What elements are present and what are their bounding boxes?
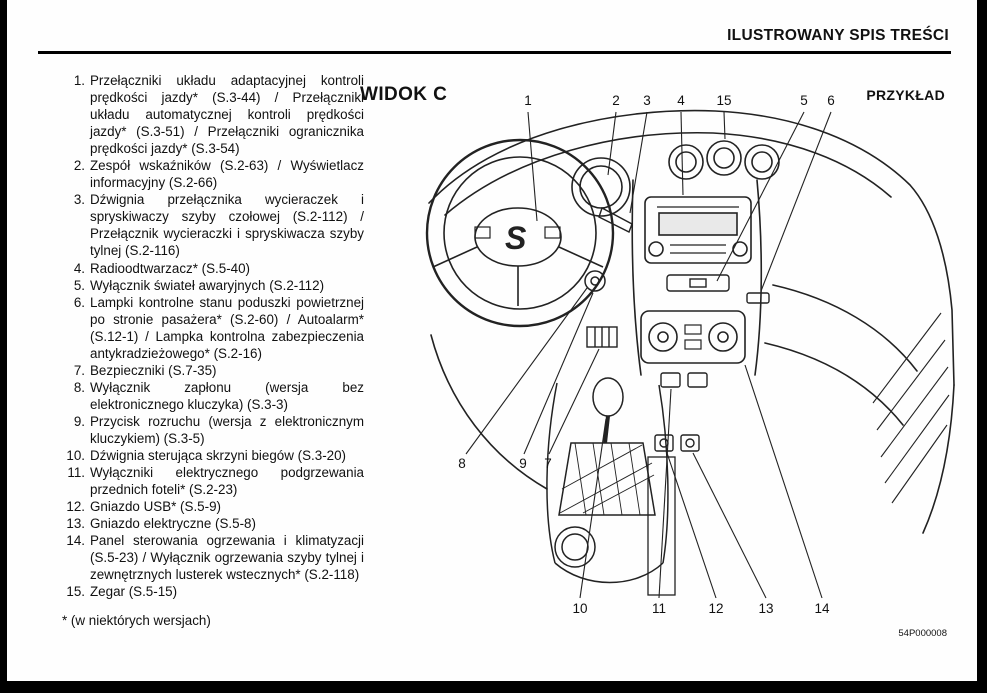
callout-12: 12	[708, 601, 723, 616]
toc-item-text: Wyłącznik zapłonu (wersja bez elektronic…	[90, 379, 364, 412]
toc-item-number: 4.	[73, 260, 85, 276]
toc-item: 12. Gniazdo USB* (S.5-9)	[58, 498, 364, 515]
pillar-hatching	[872, 312, 950, 504]
toc-item-text: Wyłączniki elektrycznego podgrzewania pr…	[90, 465, 364, 498]
toc-item-number: 14.	[66, 533, 85, 549]
toc-item-number: 11.	[67, 465, 85, 481]
callout-5: 5	[800, 93, 808, 108]
toc-item: 13. Gniazdo elektryczne (S.5-8)	[58, 515, 364, 532]
callout-3: 3	[643, 93, 651, 108]
toc-item-text: Gniazdo elektryczne (S.5-8)	[90, 516, 256, 532]
toc-list: 1. Przełączniki układu adaptacyjnej kont…	[58, 72, 364, 630]
page-title: ILUSTROWANY SPIS TREŚCI	[727, 27, 949, 44]
toc-item-number: 10.	[66, 448, 85, 464]
toc-item: 6. Lampki kontrolne stanu poduszki powie…	[58, 294, 364, 362]
example-label: PRZYKŁAD	[866, 87, 945, 103]
page-border-bottom	[0, 681, 987, 693]
toc-item-number: 12.	[66, 499, 85, 515]
toc-item-text: Zespół wskaźników (S.2-63) / Wyświetlacz…	[90, 158, 364, 191]
callout-2: 2	[612, 93, 620, 108]
instrument-cluster	[571, 157, 631, 217]
callout-14: 14	[814, 601, 830, 616]
callout-4: 4	[677, 93, 685, 108]
callout-7: 7	[544, 456, 552, 471]
seat-heater-switches	[660, 372, 708, 388]
drawing-code: 54P000008	[898, 628, 947, 639]
toc-item: 10. Dźwignia sterująca skrzyni biegów (S…	[58, 447, 364, 464]
page-border-left	[0, 0, 7, 693]
steering-wheel: S	[425, 138, 615, 328]
power-socket	[680, 434, 700, 452]
toc-item-number: 7.	[73, 362, 85, 378]
ignition-switch	[584, 270, 606, 292]
toc-item: 9. Przycisk rozruchu (wersja z elektroni…	[58, 413, 364, 447]
toc-item: 3. Dźwignia przełącznika wycieraczek i s…	[58, 191, 364, 259]
console-box	[647, 456, 676, 596]
toc-item-text: Dźwignia przełącznika wycieraczek i spry…	[90, 192, 364, 259]
toc-item-number: 5.	[73, 277, 85, 293]
passenger-airbag-indicator	[746, 292, 770, 304]
toc-item-text: Wyłącznik świateł awaryjnych (S.2-112)	[90, 277, 325, 293]
center-console	[546, 382, 669, 584]
header-rule	[38, 51, 951, 54]
toc-item-number: 3.	[73, 192, 85, 208]
callout-8: 8	[458, 456, 466, 471]
fuse-box	[586, 326, 618, 348]
callout-6: 6	[827, 93, 835, 108]
dashboard-outline	[428, 109, 955, 534]
toc-item-text: Panel sterowania ogrzewania i klimatyzac…	[90, 533, 364, 583]
toc-item: 14. Panel sterowania ogrzewania i klimat…	[58, 532, 364, 583]
usb-socket	[654, 434, 674, 452]
toc-item: 15. Zegar (S.5-15)	[58, 583, 364, 600]
toc-item-text: Dźwignia sterująca skrzyni biegów (S.3-2…	[90, 448, 347, 464]
callout-15: 15	[716, 93, 731, 108]
toc-item-text: Gniazdo USB* (S.5-9)	[90, 499, 221, 515]
callout-13: 13	[758, 601, 773, 616]
toc-item: 5. Wyłącznik świateł awaryjnych (S.2-112…	[58, 277, 364, 294]
wheel-switches-right	[544, 226, 561, 239]
page-border-right	[977, 0, 987, 693]
toc-item-number: 8.	[73, 379, 85, 395]
toc-item-text: Lampki kontrolne stanu poduszki powietrz…	[90, 294, 364, 361]
callout-9: 9	[519, 456, 527, 471]
footnote: * (w niektórych wersjach)	[62, 613, 211, 629]
callout-1: 1	[524, 93, 532, 108]
toc-item: 11. Wyłączniki elektrycznego podgrzewani…	[58, 464, 364, 498]
callout-11: 11	[652, 601, 666, 616]
climate-panel	[640, 310, 746, 364]
callout-numbers: 1 2 3 4 15 5 6 8 9 7 10 11 12 13 14	[458, 93, 835, 616]
view-label: WIDOK C	[360, 84, 448, 105]
toc-item-number: 6.	[73, 294, 85, 310]
dashboard-diagram: S	[425, 93, 955, 616]
toc-item-text: Zegar (S.5-15)	[90, 584, 178, 600]
callout-10: 10	[572, 601, 587, 616]
toc-item: 8. Wyłącznik zapłonu (wersja bez elektro…	[58, 379, 364, 413]
toc-item-text: Przełączniki układu adaptacyjnej kontrol…	[90, 73, 364, 157]
air-vents	[668, 140, 780, 180]
wiper-stalk	[598, 206, 633, 233]
toc-item-text: Bezpieczniki (S.7-35)	[90, 362, 217, 378]
toc-item-text: Przycisk rozruchu (wersja z elektroniczn…	[90, 413, 364, 446]
hazard-switch	[666, 274, 730, 292]
toc-item-number: 15.	[66, 584, 85, 600]
wheel-switches-left	[474, 226, 491, 239]
cup-holder	[554, 526, 596, 568]
toc-item: 4. Radioodtwarzacz* (S.5-40)	[58, 260, 364, 277]
console-sockets	[654, 434, 700, 452]
toc-item-number: 9.	[73, 413, 85, 429]
radio-unit	[644, 196, 752, 264]
toc-item: 1. Przełączniki układu adaptacyjnej kont…	[58, 72, 364, 157]
gear-shifter	[558, 377, 656, 516]
callout-lines	[465, 111, 832, 599]
toc-item-number: 2.	[73, 158, 85, 174]
toc-item: 2. Zespół wskaźników (S.2-63) / Wyświetl…	[58, 157, 364, 191]
radio-display	[658, 212, 738, 236]
toc-item-number: 1.	[73, 73, 85, 88]
suzuki-logo: S	[505, 220, 527, 256]
toc-item: 7. Bezpieczniki (S.7-35)	[58, 362, 364, 379]
toc-item-number: 13.	[66, 516, 85, 532]
toc-item-text: Radioodtwarzacz* (S.5-40)	[90, 260, 251, 276]
